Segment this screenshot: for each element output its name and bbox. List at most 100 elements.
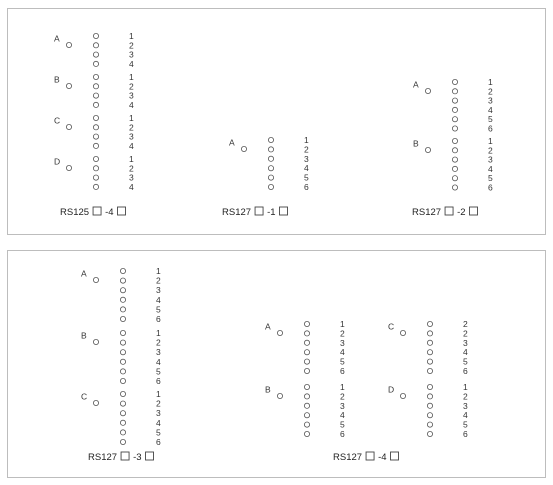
- position-label: 4: [488, 105, 493, 115]
- position-contact: [120, 339, 127, 346]
- position-label: 3: [304, 154, 309, 164]
- position-contact: [451, 88, 458, 95]
- position-contact: [426, 330, 433, 337]
- pole-lead: [53, 126, 66, 127]
- position-contact: [426, 393, 433, 400]
- position-contact: [267, 146, 274, 153]
- position-contact: [120, 358, 127, 365]
- position-contact: [267, 165, 274, 172]
- position-contact: [451, 137, 458, 144]
- position-label: 2: [156, 338, 161, 348]
- position-contact: [451, 106, 458, 113]
- pole-pivot-contact: [66, 164, 73, 171]
- position-label: 2: [463, 328, 468, 338]
- pole-pivot-contact: [276, 392, 283, 399]
- position-label: 3: [129, 132, 134, 142]
- position-label: 4: [129, 182, 134, 192]
- position-contact: [93, 124, 100, 131]
- pole-pivot-contact: [424, 88, 431, 95]
- pole-label: B: [81, 331, 87, 341]
- position-label: 6: [156, 437, 161, 447]
- position-label: 2: [488, 86, 493, 96]
- pole-label: B: [54, 75, 60, 85]
- position-label: 6: [488, 124, 493, 134]
- position-contact: [120, 287, 127, 294]
- pole-lead: [53, 167, 66, 168]
- position-label: 3: [340, 338, 345, 348]
- position-contact: [93, 174, 100, 181]
- position-contact: [93, 33, 100, 40]
- pole-pivot-contact: [399, 329, 406, 336]
- pole-label: D: [54, 157, 60, 167]
- position-contact: [93, 60, 100, 67]
- position-label: 2: [129, 81, 134, 91]
- position-label: 4: [156, 295, 161, 305]
- position-label: 2: [156, 399, 161, 409]
- position-label: 2: [463, 319, 468, 329]
- pole-pivot-contact: [240, 145, 247, 152]
- pole-label: C: [54, 116, 60, 126]
- pole-pivot-contact: [66, 83, 73, 90]
- position-contact: [93, 133, 100, 140]
- position-label: 6: [463, 366, 468, 376]
- position-label: 4: [129, 141, 134, 151]
- position-contact: [451, 116, 458, 123]
- pole-pivot-contact: [424, 146, 431, 153]
- caption-model: RS127: [88, 452, 117, 463]
- position-label: 3: [488, 155, 493, 165]
- position-contact: [93, 74, 100, 81]
- position-contact: [93, 83, 100, 90]
- position-contact: [267, 136, 274, 143]
- pole-label: A: [413, 80, 419, 90]
- position-label: 2: [129, 163, 134, 173]
- position-label: 1: [156, 266, 161, 276]
- position-contact: [120, 267, 127, 274]
- position-label: 4: [156, 357, 161, 367]
- position-contact: [93, 183, 100, 190]
- position-contact: [120, 419, 127, 426]
- position-contact: [426, 402, 433, 409]
- position-contact: [303, 393, 310, 400]
- position-label: 5: [304, 173, 309, 183]
- bottom-panel: [7, 250, 546, 478]
- pole-label: C: [81, 392, 87, 402]
- position-label: 5: [463, 420, 468, 430]
- position-contact: [303, 320, 310, 327]
- position-contact: [303, 367, 310, 374]
- position-label: 1: [129, 113, 134, 123]
- position-label: 4: [304, 163, 309, 173]
- pole-lead: [412, 149, 425, 150]
- position-contact: [120, 277, 127, 284]
- pole-pivot-contact: [93, 276, 100, 283]
- caption-model: RS127: [333, 452, 362, 463]
- caption-placeholder-box: [254, 206, 264, 216]
- position-label: 5: [156, 366, 161, 376]
- position-label: 1: [129, 31, 134, 41]
- position-contact: [303, 402, 310, 409]
- position-label: 1: [304, 135, 309, 145]
- position-label: 3: [156, 408, 161, 418]
- position-label: 6: [340, 429, 345, 439]
- position-label: 3: [156, 347, 161, 357]
- position-label: 6: [156, 314, 161, 324]
- position-label: 3: [129, 50, 134, 60]
- position-contact: [426, 421, 433, 428]
- position-contact: [451, 156, 458, 163]
- position-label: 3: [129, 91, 134, 101]
- position-label: 1: [340, 319, 345, 329]
- position-label: 3: [156, 285, 161, 295]
- position-contact: [120, 377, 127, 384]
- position-contact: [451, 175, 458, 182]
- position-contact: [451, 165, 458, 172]
- pole-label: C: [388, 322, 394, 332]
- position-label: 5: [156, 304, 161, 314]
- position-contact: [303, 349, 310, 356]
